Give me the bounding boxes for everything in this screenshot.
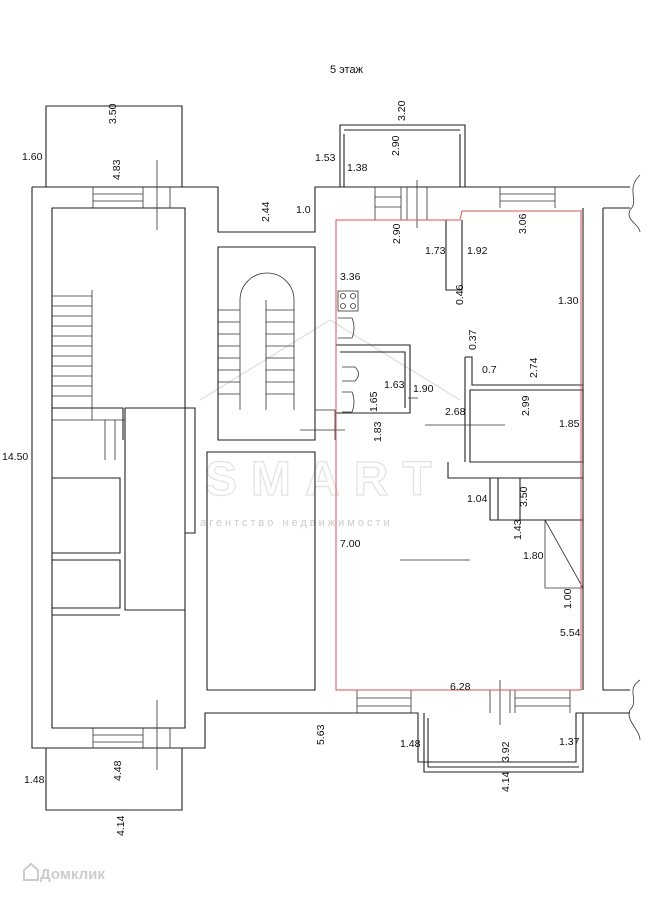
dimension-label: 1.0 (296, 204, 311, 216)
dimension-label: 6.28 (450, 681, 471, 693)
dimension-label: 2.44 (260, 201, 272, 222)
dimension-label: 4.14 (115, 815, 127, 836)
dimension-label: 3.50 (518, 486, 530, 507)
dimension-label: 5.54 (560, 627, 581, 639)
dimension-label: 1.85 (559, 418, 580, 430)
dimension-label: 3.36 (340, 271, 361, 283)
dimension-label: 3.20 (396, 100, 408, 121)
dimension-label: 1.73 (425, 245, 446, 257)
toilet-icon (342, 366, 359, 382)
dimension-labels: 3.50 1.60 4.83 3.20 2.90 1.53 1.38 2.44 … (2, 100, 581, 836)
dimension-label: 2.90 (391, 223, 403, 244)
dimension-label: 1.48 (24, 774, 45, 786)
sink-icon (338, 317, 355, 339)
watermark-brand: SMART (205, 453, 446, 506)
washbasin-icon (342, 391, 355, 413)
dimension-label: 3.06 (517, 213, 529, 234)
dimension-label: 1.92 (467, 245, 488, 257)
dimension-label: 14.50 (2, 451, 28, 463)
dimension-label: 1.80 (523, 550, 544, 562)
walls (31, 105, 641, 811)
dimension-label: 4.14 (500, 771, 512, 792)
dimension-label: 1.90 (413, 383, 434, 395)
watermark: SMART агентство недвижимости (199, 319, 461, 529)
dimension-label: 0.7 (482, 364, 497, 376)
stove-icon (337, 290, 359, 312)
dimension-label: 1.60 (22, 151, 43, 163)
dimension-label: 2.68 (445, 406, 466, 418)
dimension-label: 2.99 (520, 395, 532, 416)
apartment-outline (335, 210, 582, 691)
dimension-label: 1.38 (347, 162, 368, 174)
dimension-label: 4.48 (112, 760, 124, 781)
dimension-label: 1.04 (467, 493, 488, 505)
house-icon (23, 862, 39, 881)
dimension-label: 0.37 (467, 329, 479, 350)
dimension-label: 3.92 (500, 741, 512, 762)
dimension-label: 1.65 (368, 391, 380, 412)
floor-title: 5 этаж (330, 64, 364, 76)
domclick-logo: Домклик (23, 862, 105, 883)
dimension-label: 1.30 (558, 295, 579, 307)
dimension-label: 1.53 (315, 152, 336, 164)
dimension-label: 7.00 (340, 538, 361, 550)
dimension-label: 1.63 (384, 379, 405, 391)
dimension-label: 4.83 (111, 159, 123, 180)
watermark-subtitle: агентство недвижимости (200, 517, 393, 529)
dimension-label: 1.00 (562, 588, 574, 609)
dimension-label: 2.74 (528, 357, 540, 378)
dimension-label: 1.48 (400, 738, 421, 750)
dimension-label: 0.46 (454, 284, 466, 305)
dimension-label: 2.90 (390, 135, 402, 156)
dimension-label: 1.83 (372, 421, 384, 442)
logo-text: Домклик (40, 866, 105, 883)
dimension-label: 5.63 (315, 724, 327, 745)
dimension-label: 1.43 (512, 519, 524, 540)
dimension-label: 1.37 (559, 736, 580, 748)
dimension-label: 3.50 (107, 103, 119, 124)
